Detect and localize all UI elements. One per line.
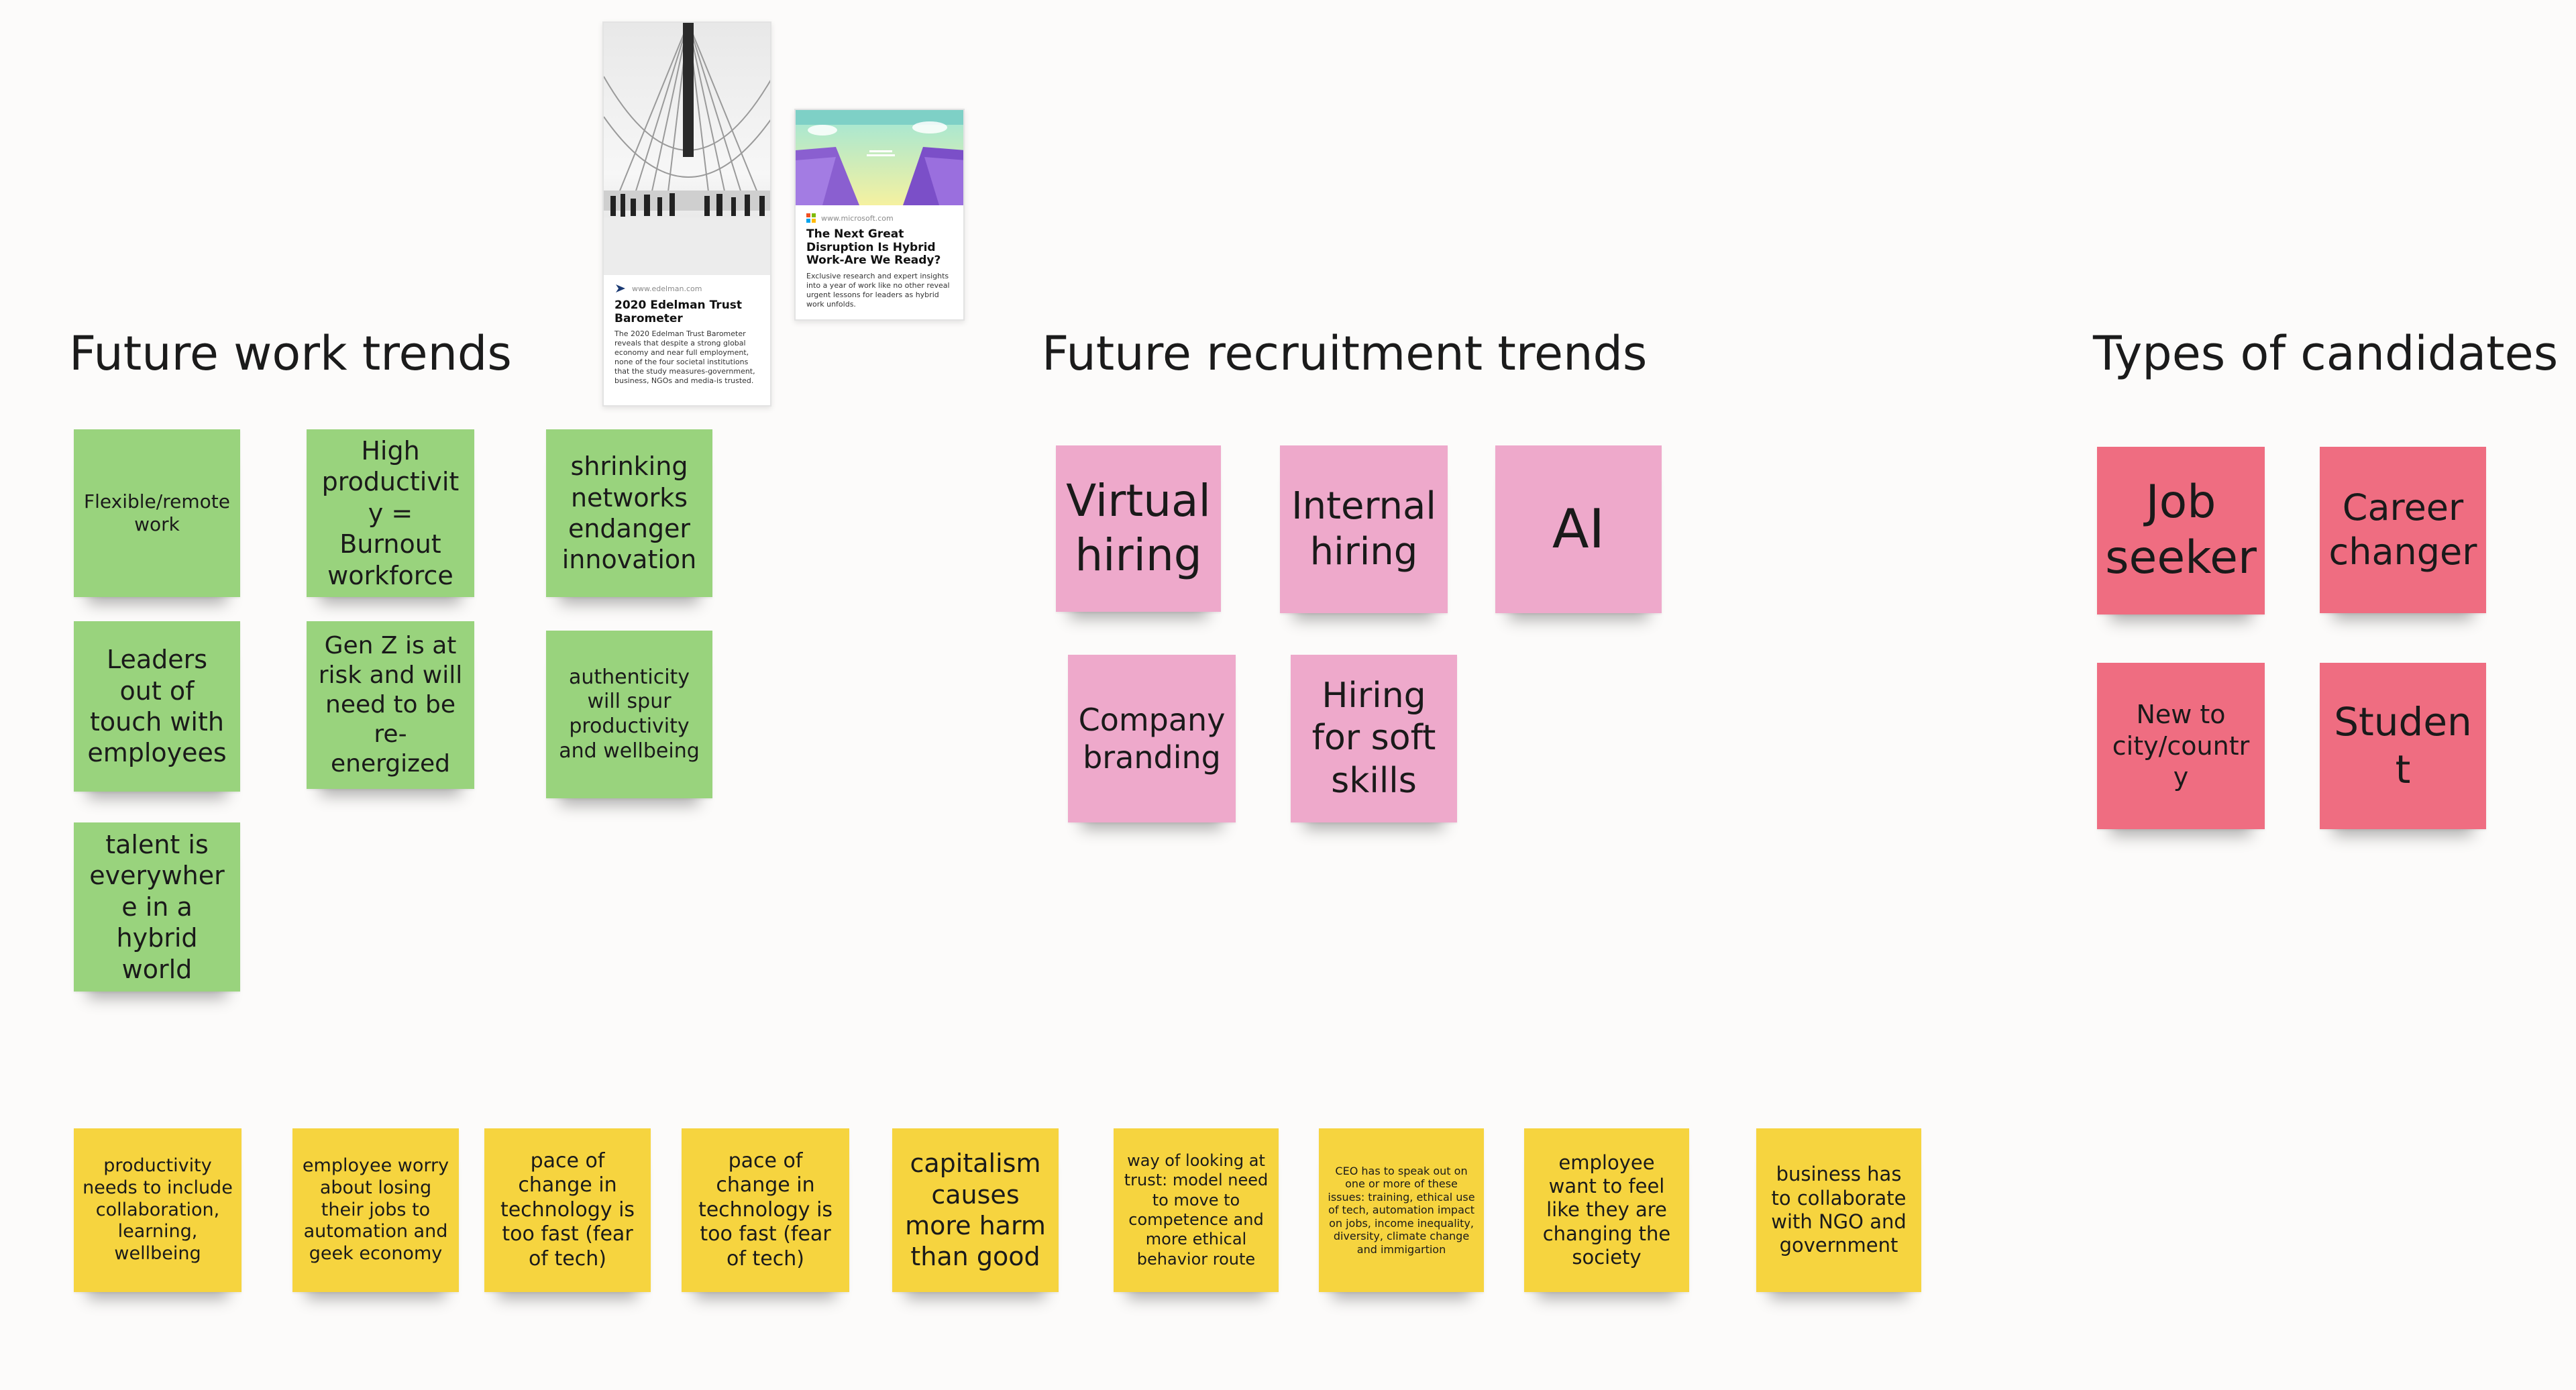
sticky-note-insight[interactable]: business has to collaborate with NGO and… [1756,1128,1921,1292]
edelman-title[interactable]: 2020 Edelman Trust Barometer [614,299,743,325]
sticky-note-work[interactable]: talent is everywhere in a hybrid world [74,822,240,992]
microsoft-url: www.microsoft.com [806,213,953,223]
sticky-note-candidate[interactable]: New to city/country [2097,663,2265,829]
sticky-note-recruitment[interactable]: AI [1495,445,1662,613]
section-title-recruitment: Future recruitment trends [1042,326,1648,381]
microsoft-illustration [796,110,963,205]
sticky-note-insight[interactable]: CEO has to speak out on one or more of t… [1319,1128,1484,1292]
sticky-note-work[interactable]: Leaders out of touch with employees [74,621,240,792]
sticky-note-recruitment[interactable]: Internal hiring [1280,445,1448,613]
sticky-note-insight[interactable]: pace of change in technology is too fast… [682,1128,849,1292]
sticky-note-candidate[interactable]: Career changer [2320,447,2486,613]
edelman-url: www.edelman.com [614,283,759,294]
microsoft-title[interactable]: The Next Great Disruption Is Hybrid Work… [806,227,941,268]
section-title-work: Future work trends [69,326,512,381]
link-card-microsoft[interactable]: www.microsoft.com The Next Great Disrupt… [794,109,965,321]
sticky-note-candidate[interactable]: Job seeker [2097,447,2265,614]
sticky-note-work[interactable]: High productivity = Burnout workforce [307,429,474,597]
sticky-note-insight[interactable]: pace of change in technology is too fast… [484,1128,651,1292]
section-title-candidates: Types of candidates [2093,326,2559,381]
sticky-note-insight[interactable]: capitalism causes more harm than good [892,1128,1059,1292]
sticky-note-insight[interactable]: way of looking at trust: model need to m… [1114,1128,1279,1292]
sticky-note-work[interactable]: Gen Z is at risk and will need to be re-… [307,621,474,789]
sticky-note-recruitment[interactable]: Company branding [1068,655,1236,822]
microsoft-logo-icon [806,213,816,223]
microsoft-description: Exclusive research and expert insights i… [806,271,950,309]
sticky-note-insight[interactable]: employee worry about losing their jobs t… [292,1128,459,1292]
sticky-note-candidate[interactable]: Student [2320,663,2486,829]
sticky-note-work[interactable]: Flexible/remote work [74,429,240,597]
sticky-note-insight[interactable]: employee want to feel like they are chan… [1524,1128,1689,1292]
edelman-logo-icon [616,284,625,292]
link-card-edelman[interactable]: www.edelman.com 2020 Edelman Trust Barom… [602,21,771,407]
sticky-note-work[interactable]: shrinking networks endanger innovation [546,429,712,597]
edelman-description: The 2020 Edelman Trust Barometer reveals… [614,329,755,386]
sticky-note-work[interactable]: authenticity will spur productivity and … [546,631,712,798]
sticky-note-insight[interactable]: productivity needs to include collaborat… [74,1128,241,1292]
sticky-note-recruitment[interactable]: Hiring for soft skills [1291,655,1457,822]
sticky-note-recruitment[interactable]: Virtual hiring [1056,445,1221,612]
edelman-photo [604,23,770,275]
